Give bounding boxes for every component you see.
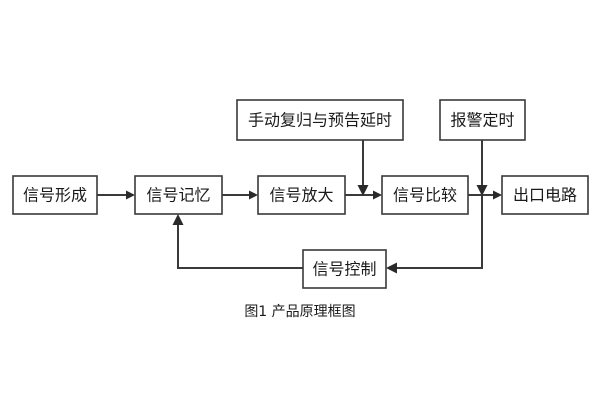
node-signal-amplify-label: 信号放大: [269, 186, 333, 205]
node-signal-memory[interactable]: 信号记忆: [134, 175, 223, 215]
node-output-circuit-label: 出口电路: [513, 186, 577, 205]
edge-signal-compare-to-output-circuit: [468, 190, 502, 200]
node-signal-form-label: 信号形成: [23, 186, 87, 205]
node-output-circuit[interactable]: 出口电路: [501, 175, 589, 215]
edge-feedback-to-signal-control: [386, 196, 483, 274]
node-signal-compare[interactable]: 信号比较: [381, 175, 469, 215]
node-signal-compare-label: 信号比较: [393, 186, 457, 205]
node-signal-memory-label: 信号记忆: [146, 186, 210, 205]
edge-signal-control-to-signal-memory: [172, 214, 303, 269]
edge-signal-memory-to-signal-amplify: [222, 190, 258, 200]
node-manual-reset-label: 手动复归与预告延时: [248, 111, 392, 130]
node-manual-reset[interactable]: 手动复归与预告延时: [236, 99, 404, 141]
edge-manual-reset-to-signal-compare: [357, 140, 369, 196]
node-alarm-timer-label: 报警定时: [450, 111, 514, 130]
node-alarm-timer[interactable]: 报警定时: [439, 99, 526, 141]
edge-signal-amplify-to-signal-compare: [345, 190, 382, 200]
node-signal-amplify[interactable]: 信号放大: [257, 175, 346, 215]
figure-caption: 图1 产品原理框图: [244, 304, 355, 320]
node-signal-control-label: 信号控制: [312, 260, 376, 279]
edge-signal-form-to-signal-memory: [97, 190, 135, 200]
node-signal-form[interactable]: 信号形成: [12, 175, 98, 215]
edge-alarm-timer-to-output-circuit: [476, 140, 488, 196]
node-signal-control[interactable]: 信号控制: [302, 249, 387, 289]
